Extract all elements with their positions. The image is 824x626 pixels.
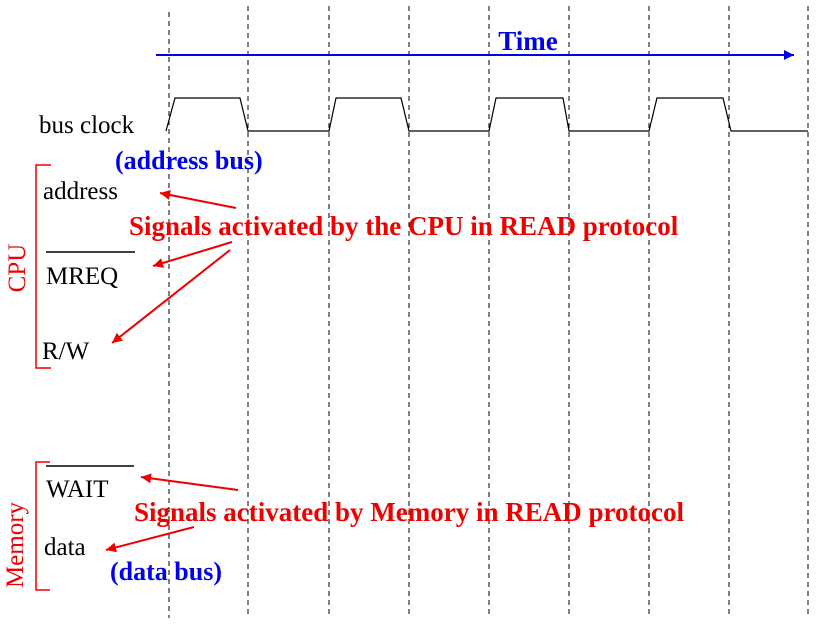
signal-address: address (43, 178, 118, 205)
cpu-annotation: Signals activated by the CPU in READ pro… (129, 211, 679, 241)
arrow-to-wait (140, 473, 239, 491)
data-bus-note: (data bus) (110, 557, 222, 586)
bus-clock-waveform (165, 97, 808, 132)
signal-data: data (44, 534, 86, 561)
cpu-annotation-arrows (111, 190, 237, 344)
signal-mreq: MREQ (46, 263, 118, 290)
address-bus-note: (address bus) (115, 146, 263, 175)
arrow-to-mreq (152, 241, 233, 268)
clock-edge-gridlines (168, 6, 809, 618)
cpu-group-bracket (35, 164, 51, 369)
memory-group-label: Memory (2, 501, 29, 588)
arrow-to-rw (111, 249, 231, 344)
memory-annotation-arrows (105, 473, 239, 553)
arrow-to-address (159, 190, 237, 209)
bus-clock-label: bus clock (39, 112, 135, 139)
signal-rw: R/W (42, 338, 90, 365)
cpu-group-label: CPU (4, 244, 31, 293)
memory-annotation: Signals activated by Memory in READ prot… (134, 497, 684, 527)
signal-wait: WAIT (46, 476, 108, 503)
time-label: Time (498, 26, 558, 56)
memory-group-bracket (35, 461, 50, 591)
arrow-to-data (105, 526, 195, 553)
